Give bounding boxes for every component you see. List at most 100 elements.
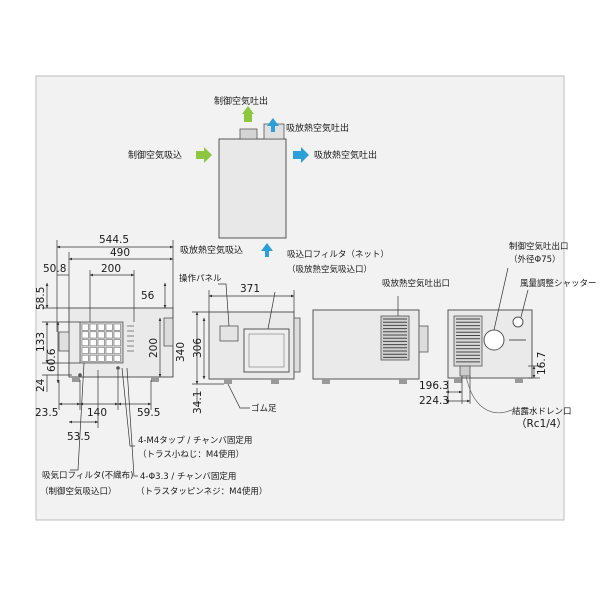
front-tap-mark [78, 373, 82, 377]
ctrl-outlet-label-line2: （外径Φ75） [509, 254, 561, 265]
side-foot-right [271, 379, 279, 384]
top-view-body [218, 138, 287, 239]
drawing-frame [35, 75, 565, 521]
front-hole-mark [116, 366, 120, 370]
filter-cell [89, 339, 97, 347]
top-outlet-boss [239, 128, 258, 140]
dim-height-34-1: 34.1 [192, 391, 204, 414]
dim-offset-50-8: 50.8 [43, 263, 66, 275]
rear-foot-right [399, 379, 407, 384]
filter-cell [81, 331, 89, 339]
side-foot-left [224, 379, 232, 384]
dim-height-58-5: 58.5 [35, 287, 47, 310]
filter-cell [105, 323, 113, 331]
filter-cell [81, 339, 89, 347]
shutter-knob [512, 316, 524, 328]
filter-cell [105, 354, 113, 362]
note-tap-line2: （トラス小ねじ：M4使用） [138, 449, 244, 460]
side-right-flange [293, 317, 301, 373]
rear-view: 吸放熱空気吐出口 [312, 278, 450, 384]
front-intake-filter [79, 321, 124, 364]
filter-cell [97, 323, 105, 331]
dim-224-3: 224.3 [419, 395, 449, 407]
dim-width-200: 200 [101, 263, 121, 275]
filter-label-line1: 吸気口フィルタ(不織布) [42, 470, 133, 481]
heat-air-out-right-label: 吸放熱空気吐出 [314, 149, 377, 161]
filter-cell [105, 347, 113, 354]
top-view: 制御空気吐出 吸放熱空気吐出 制御空気吸込 吸放熱空気吐出 吸放熱空気吸込 [128, 95, 377, 257]
filter-cell [81, 347, 89, 354]
filter-cell [97, 347, 105, 354]
ctrl-air-out-arrow-icon [242, 106, 254, 122]
front-inlet-stub [58, 331, 70, 352]
dim-overall-width: 544.5 [99, 234, 129, 246]
side-intake-filter [243, 328, 290, 373]
ctrl-air-in-label: 制御空気吸込 [128, 149, 182, 161]
dim-height-340: 340 [175, 342, 187, 362]
front-view: 544.5 490 50.8 200 58.5 133 60.6 24 56 2… [35, 234, 267, 497]
dim-bottom-53-5: 53.5 [67, 431, 90, 443]
dim-height-56: 56 [141, 290, 155, 302]
rear-outlet-label: 吸放熱空気吐出口 [382, 278, 450, 289]
front-foot-left [72, 377, 80, 382]
dim-height-24: 24 [35, 378, 47, 392]
filter-cell [81, 323, 89, 331]
filter-cell [89, 331, 97, 339]
filter-cell [113, 323, 121, 331]
ctrl-air-in-arrow-icon [196, 147, 212, 163]
drain-label-line1: 結露水ドレン口 [512, 406, 572, 417]
side-filter-inner [248, 333, 285, 368]
front-side-flange [163, 317, 174, 347]
dim-196-3: 196.3 [419, 380, 449, 392]
operation-panel [219, 325, 239, 342]
dim-bottom-140: 140 [87, 407, 107, 419]
right-louvre [456, 318, 480, 363]
filter-label-line2: （制御空気吸込口） [40, 486, 117, 497]
rear-outlet-stub [418, 325, 429, 353]
filter-cell [97, 339, 105, 347]
side-filter-label-line1: 吸込口フィルタ（ネット） [287, 249, 389, 260]
note-hole-line2: （トラスタッピンネジ：M4使用） [136, 486, 267, 497]
filter-cell [113, 339, 121, 347]
filter-cell [105, 339, 113, 347]
side-filter-label-line2: （吸放熱空気吸込口） [287, 264, 372, 275]
filter-cell [113, 354, 121, 362]
dim-height-200: 200 [148, 338, 160, 358]
heat-air-out-right-arrow-icon [293, 147, 309, 163]
note-hole-line1: 4-Φ3.3 / チャンバ固定用 [140, 471, 236, 482]
shutter-label: 風量調整シャッター [520, 278, 597, 289]
ctrl-air-outlet-port [483, 329, 505, 351]
filter-cell [113, 331, 121, 339]
filter-cell [97, 331, 105, 339]
rear-foot-left [322, 379, 330, 384]
rubber-foot-label: ゴム足 [251, 403, 277, 414]
filter-cell [89, 323, 97, 331]
dim-height-60-6: 60.6 [46, 348, 58, 372]
front-foot-right [151, 377, 159, 382]
operation-panel-label: 操作パネル [179, 273, 222, 284]
right-foot-right [515, 378, 523, 383]
filter-cell [97, 354, 105, 362]
filter-cell [113, 347, 121, 354]
front-louvre [127, 325, 134, 352]
right-view: 制御空気吐出口 （外径Φ75） 風量調整シャッター 16.7 196.3 224… [419, 241, 597, 430]
dim-bottom-59-5: 59.5 [137, 407, 160, 419]
filter-cell [105, 331, 113, 339]
filter-cell [89, 347, 97, 354]
side-view: 操作パネル 吸込口フィルタ（ネット） （吸放熱空気吸込口） 371 340 30… [175, 249, 389, 414]
filter-cell [89, 354, 97, 362]
right-foot-left [454, 378, 462, 383]
dim-bottom-23-5: 23.5 [35, 407, 58, 419]
rear-outlet-louvre [380, 315, 410, 361]
heat-air-out-top-label: 吸放熱空気吐出 [286, 122, 349, 134]
note-tap-line1: 4-M4タップ / チャンバ固定用 [138, 435, 252, 446]
dim-width-490: 490 [110, 247, 130, 259]
ctrl-outlet-label-line1: 制御空気吐出口 [509, 241, 569, 252]
dim-height-133: 133 [35, 332, 47, 352]
heat-air-out-top-arrow-icon [267, 118, 279, 132]
drain-port-box [459, 365, 471, 377]
heat-air-in-label: 吸放熱空気吸込 [180, 244, 243, 256]
dim-16-7: 16.7 [536, 352, 548, 375]
